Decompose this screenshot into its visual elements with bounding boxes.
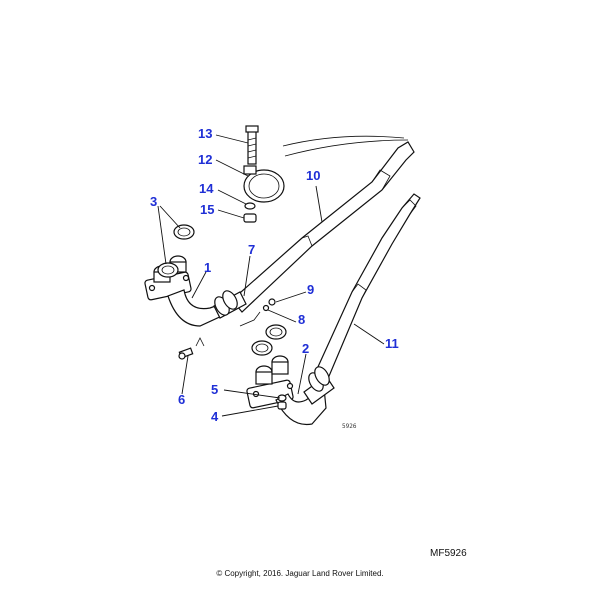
pipe-part-10 [231, 135, 415, 313]
downpipe-part-2 [246, 355, 335, 426]
leader-lines [157, 134, 385, 417]
stud-part-6 [178, 337, 205, 360]
callout-labels: 13 12 14 15 10 3 7 1 9 8 2 11 6 5 4 [150, 126, 399, 424]
callout-12: 12 [198, 152, 212, 167]
callout-6: 6 [178, 392, 185, 407]
callout-11: 11 [385, 336, 399, 351]
clamp-assembly [243, 125, 285, 223]
callout-3: 3 [150, 194, 157, 209]
nut-washer-part-4-5 [277, 394, 287, 410]
copyright-notice: © Copyright, 2016. Jaguar Land Rover Lim… [216, 569, 384, 578]
callout-7: 7 [248, 242, 255, 257]
callout-15: 15 [200, 202, 214, 217]
callout-2: 2 [302, 341, 309, 356]
pipe-part-11 [311, 193, 421, 389]
reference-code: MF5926 [430, 548, 467, 559]
callout-8: 8 [298, 312, 305, 327]
drawing-number: 5926 [342, 423, 357, 430]
callout-5: 5 [211, 382, 218, 397]
callout-13: 13 [198, 126, 212, 141]
sleeve-part-7 [214, 290, 330, 392]
callout-10: 10 [306, 168, 320, 183]
downpipe-part-1 [144, 255, 247, 327]
callout-4: 4 [211, 409, 219, 424]
gaskets-part-3 [157, 224, 287, 356]
callout-14: 14 [199, 181, 214, 196]
callout-1: 1 [204, 260, 211, 275]
callout-9: 9 [307, 282, 314, 297]
fasteners-part-8-9 [239, 298, 276, 327]
